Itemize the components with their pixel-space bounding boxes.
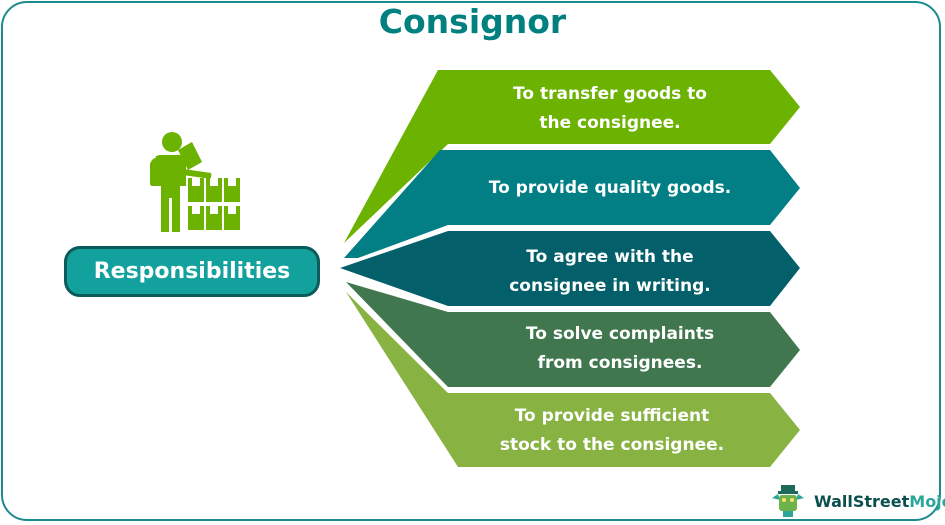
person-with-boxes-icon: [150, 132, 240, 232]
arrow-shape-2: [344, 150, 800, 258]
wallstreetmojo-logo: WallStreetMojo: [768, 484, 945, 518]
item-text-1: To transfer goods to the consignee.: [513, 84, 707, 133]
responsibilities-label: Responsibilities: [64, 246, 320, 297]
item-text-3: To agree with the consignee in writing.: [509, 247, 711, 296]
arrow-shape-1: [344, 70, 800, 243]
arrow-shape-3: [340, 231, 800, 306]
diagram-title: Consignor: [378, 2, 567, 41]
responsibilities-text: Responsibilities: [93, 259, 291, 284]
mascot-icon: [772, 485, 804, 517]
item-text-2: To provide quality goods.: [488, 178, 732, 198]
logo-text: WallStreetMojo: [814, 491, 945, 511]
arrow-shape-5: [346, 292, 800, 467]
arrow-shape-4: [346, 282, 800, 387]
item-text-4: To solve complaints from consignees.: [525, 324, 715, 373]
item-text-5: To provide sufficient stock to the consi…: [499, 406, 725, 455]
